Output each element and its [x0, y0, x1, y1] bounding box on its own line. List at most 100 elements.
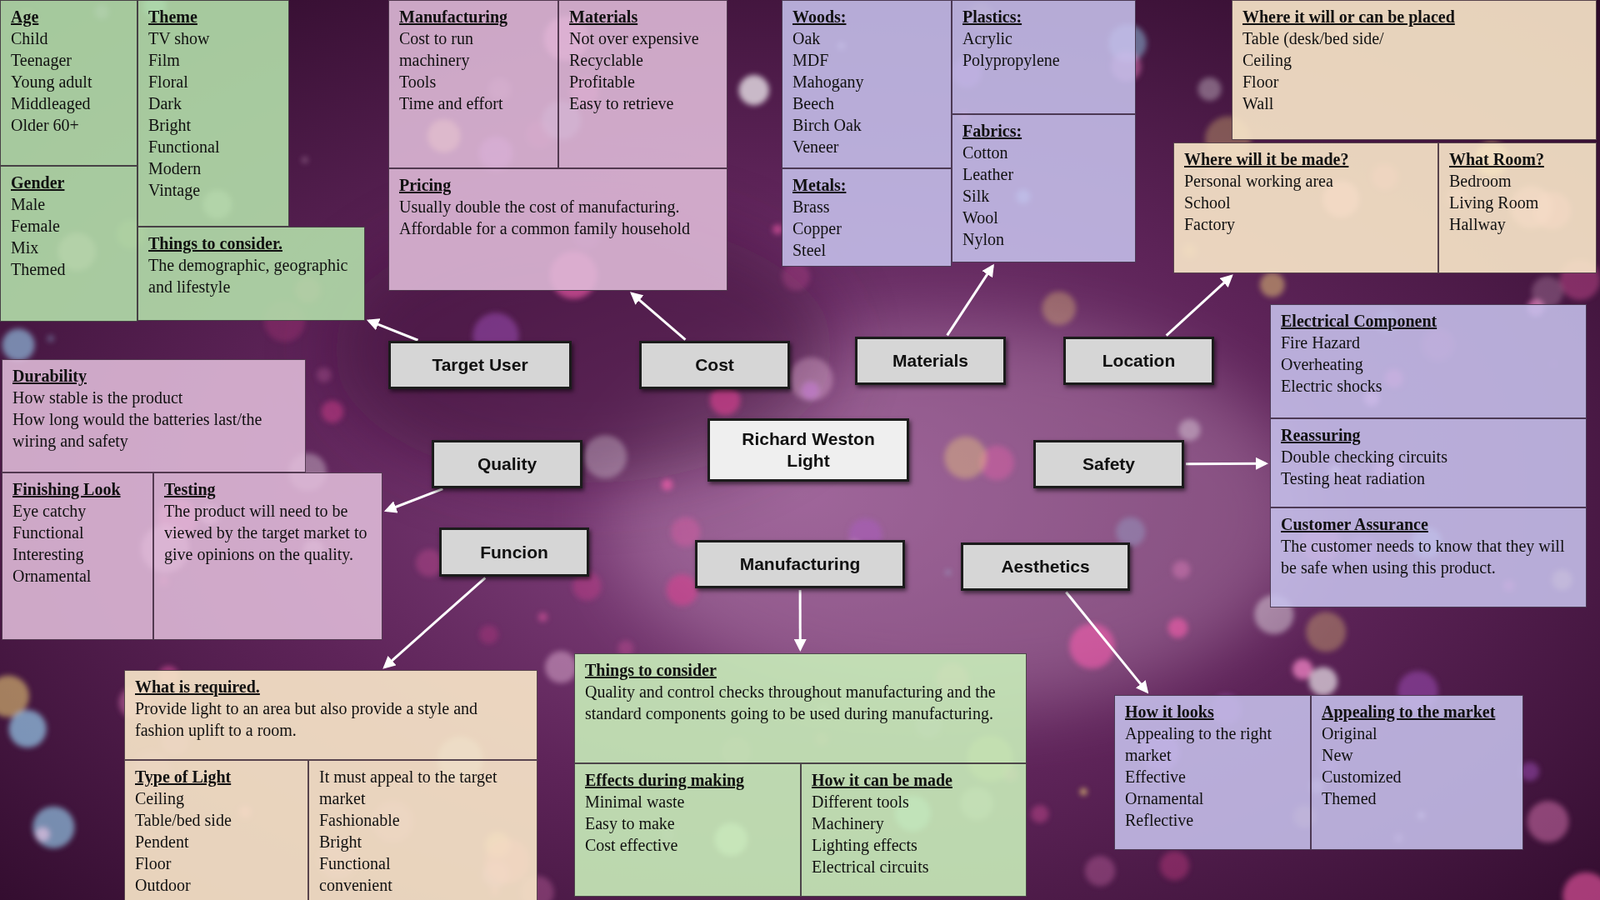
- panel-item: Veneer: [792, 135, 941, 158]
- panel-heading: Manufacturing: [399, 5, 548, 28]
- connector-arrow: [1185, 462, 1266, 465]
- panel-item: New: [1321, 744, 1513, 766]
- bokeh-dot: [1531, 276, 1564, 309]
- info-panel: ReassuringDouble checking circuitsTestin…: [1270, 418, 1587, 508]
- panel-item: Cotton: [962, 141, 1125, 164]
- bokeh-dot: [2, 329, 35, 362]
- bokeh-dot: [538, 612, 549, 623]
- panel-item: Nylon: [962, 228, 1125, 250]
- panel-item: Interesting: [12, 543, 143, 565]
- panel-item: convenient: [319, 874, 527, 896]
- bokeh-dot: [1042, 291, 1077, 326]
- panel-item: Quality and control checks throughout ma…: [585, 680, 1016, 725]
- panel-heading: Age: [10, 5, 127, 28]
- panel-item: Hallway: [1449, 213, 1586, 235]
- panel-item: Lighting effects: [811, 834, 1016, 856]
- panel-item: Usually double the cost of manufacturing…: [399, 195, 717, 218]
- panel-heading: Pricing: [399, 174, 717, 196]
- panel-item: Beech: [792, 92, 941, 115]
- bokeh-dot: [321, 400, 345, 424]
- category-label: Safety: [1082, 453, 1135, 475]
- panel-item: Functional: [319, 852, 527, 875]
- info-panel: ThemeTV showFilmFloralDarkBrightFunction…: [137, 0, 290, 227]
- info-panel: Effects during makingMinimal wasteEasy t…: [574, 763, 801, 897]
- panel-item: Teenager: [10, 49, 127, 71]
- panel-item: Floor: [135, 852, 298, 875]
- panel-item: Provide light to an area but also provid…: [135, 697, 527, 741]
- panel-item: Floral: [148, 70, 279, 93]
- panel-item: How long would the batteries last/the wi…: [12, 408, 295, 452]
- panel-item: Affordable for a common family household: [399, 217, 717, 240]
- info-panel: How it can be madeDifferent toolsMachine…: [800, 763, 1027, 897]
- info-panel: Woods:OakMDFMahoganyBeechBirch OakVeneer: [781, 0, 952, 169]
- info-panel: Things to consider.The demographic, geog…: [137, 226, 365, 321]
- panel-item: Bright: [319, 830, 527, 853]
- panel-item: MDF: [792, 49, 941, 71]
- panel-item: Eye catchy: [12, 500, 143, 522]
- connector-arrow: [386, 489, 444, 511]
- panel-item: Electric shocks: [1280, 375, 1576, 397]
- panel-item: Tools: [399, 70, 548, 93]
- panel-item: Bedroom: [1449, 170, 1586, 192]
- panel-item: Acrylic: [962, 27, 1125, 50]
- info-panel: How it looksAppealing to the right marke…: [1114, 695, 1311, 850]
- panel-heading: Things to consider: [585, 659, 1016, 681]
- panel-item: The customer needs to know that they wil…: [1280, 535, 1576, 579]
- panel-heading: Appealing to the market: [1321, 700, 1513, 723]
- bokeh-dot: [1305, 611, 1346, 652]
- panel-item: Wool: [962, 206, 1125, 229]
- panel-heading: Type of Light: [135, 765, 298, 788]
- info-panel: Metals:BrassCopperSteel: [781, 168, 952, 267]
- panel-item: TV show: [148, 27, 279, 50]
- panel-item: Table (desk/bed side/: [1242, 27, 1586, 50]
- category-label: Funcion: [480, 541, 549, 564]
- panel-heading: Electrical Component: [1280, 310, 1576, 332]
- panel-item: Bright: [148, 114, 279, 136]
- connector-arrow: [1166, 275, 1232, 335]
- central-topic-box: Richard Weston Light: [707, 418, 910, 482]
- panel-item: Polypropylene: [962, 49, 1125, 71]
- info-panel: Electrical ComponentFire HazardOverheati…: [1270, 304, 1587, 419]
- connector-arrow: [631, 293, 685, 340]
- panel-heading: How it can be made: [811, 769, 1016, 791]
- info-panel: PricingUsually double the cost of manufa…: [388, 168, 728, 291]
- panel-heading: Customer Assurance: [1280, 513, 1576, 535]
- bokeh-dot: [710, 385, 740, 415]
- panel-item: Themed: [1321, 787, 1513, 810]
- bokeh-dot: [583, 435, 627, 479]
- panel-item: Ceiling: [135, 787, 298, 810]
- panel-item: Testing heat radiation: [1280, 467, 1576, 490]
- info-panel: Things to considerQuality and control ch…: [574, 653, 1027, 764]
- panel-item: Factory: [1184, 213, 1428, 235]
- connector-arrow: [1065, 592, 1147, 693]
- panel-item: Easy to retrieve: [569, 92, 717, 115]
- connector-arrow: [369, 320, 419, 340]
- bokeh-dot: [9, 710, 47, 748]
- panel-item: Electrical circuits: [811, 855, 1016, 878]
- panel-item: Time and effort: [399, 92, 548, 115]
- category-box: Location: [1063, 336, 1215, 385]
- info-panel: DurabilityHow stable is the productHow l…: [1, 359, 306, 473]
- connector-arrow: [947, 265, 994, 335]
- panel-item: How stable is the product: [12, 386, 295, 409]
- panel-item: Female: [10, 215, 127, 237]
- category-box: Manufacturing: [695, 540, 905, 589]
- bokeh-dot: [789, 357, 833, 401]
- panel-item: Profitable: [569, 70, 717, 93]
- bokeh-dot: [1080, 788, 1087, 795]
- panel-item: Film: [148, 49, 279, 71]
- bokeh-dot: [301, 156, 309, 164]
- bokeh-dot: [1168, 618, 1189, 639]
- bokeh-dot: [666, 574, 699, 606]
- info-panel: ManufacturingCost to run machineryToolsT…: [388, 0, 559, 169]
- panel-item: Overheating: [1280, 353, 1576, 375]
- bokeh-dot: [1160, 850, 1190, 880]
- panel-item: Fire Hazard: [1280, 331, 1576, 354]
- panel-item: Ceiling: [1242, 49, 1586, 71]
- bokeh-dot: [781, 262, 810, 291]
- panel-item: Child: [10, 27, 127, 50]
- panel-heading: What Room?: [1449, 148, 1586, 170]
- panel-item: Themed: [10, 258, 127, 280]
- bokeh-dot: [1030, 805, 1049, 823]
